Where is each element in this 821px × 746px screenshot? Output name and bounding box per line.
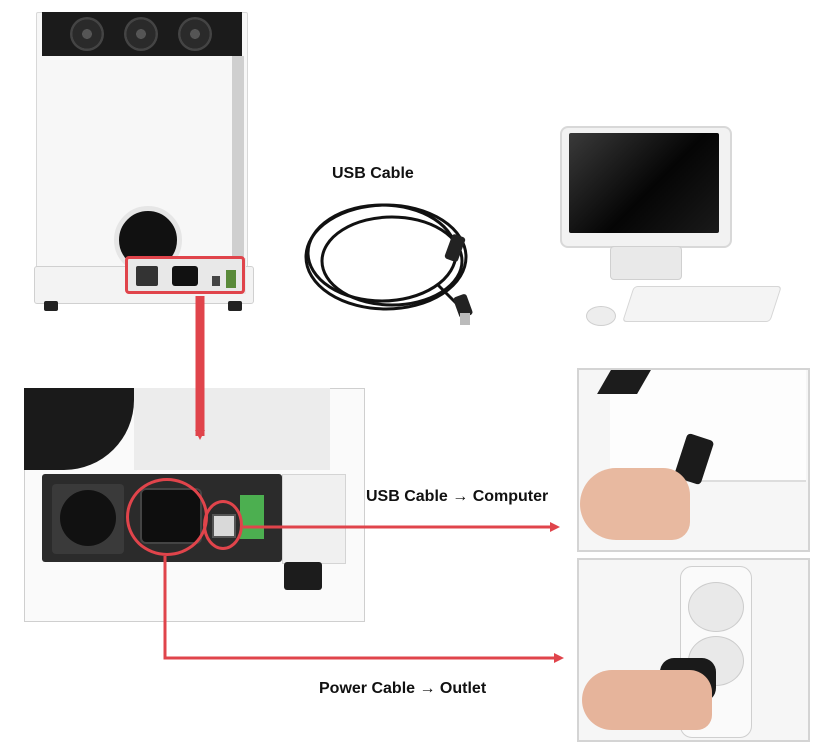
- zoomed-side-panel: [282, 474, 346, 564]
- mouse: [586, 306, 616, 326]
- connector-highlight-box: [125, 256, 245, 294]
- usb-cable-label: USB Cable: [332, 165, 414, 182]
- usb-to-computer-label: USB Cable → Computer: [366, 488, 549, 505]
- machine-foot: [44, 301, 58, 311]
- power-to-outlet-label: Power Cable → Outlet: [319, 680, 487, 697]
- usb-cable-icon: [304, 203, 473, 325]
- usb-port-highlight: [203, 500, 243, 550]
- hand: [582, 670, 712, 730]
- power-inlet-highlight: [126, 478, 208, 556]
- keyboard: [622, 286, 782, 322]
- zoomed-foot: [284, 562, 322, 590]
- machine-foot: [228, 301, 242, 311]
- power-strip-outlet: [688, 582, 744, 632]
- monitor-screen: [569, 133, 719, 233]
- monitor-stand: [610, 246, 682, 280]
- zoomed-plate: [134, 388, 330, 470]
- machine-connector-panel: [128, 258, 246, 294]
- fan-icon: [70, 17, 104, 51]
- laptop: [610, 370, 806, 482]
- power-socket-inner: [60, 490, 116, 546]
- hand: [580, 468, 690, 540]
- terminal-block: [240, 495, 264, 539]
- fan-icon: [178, 17, 212, 51]
- fan-icon: [124, 17, 158, 51]
- machine-side-panel: [232, 56, 244, 270]
